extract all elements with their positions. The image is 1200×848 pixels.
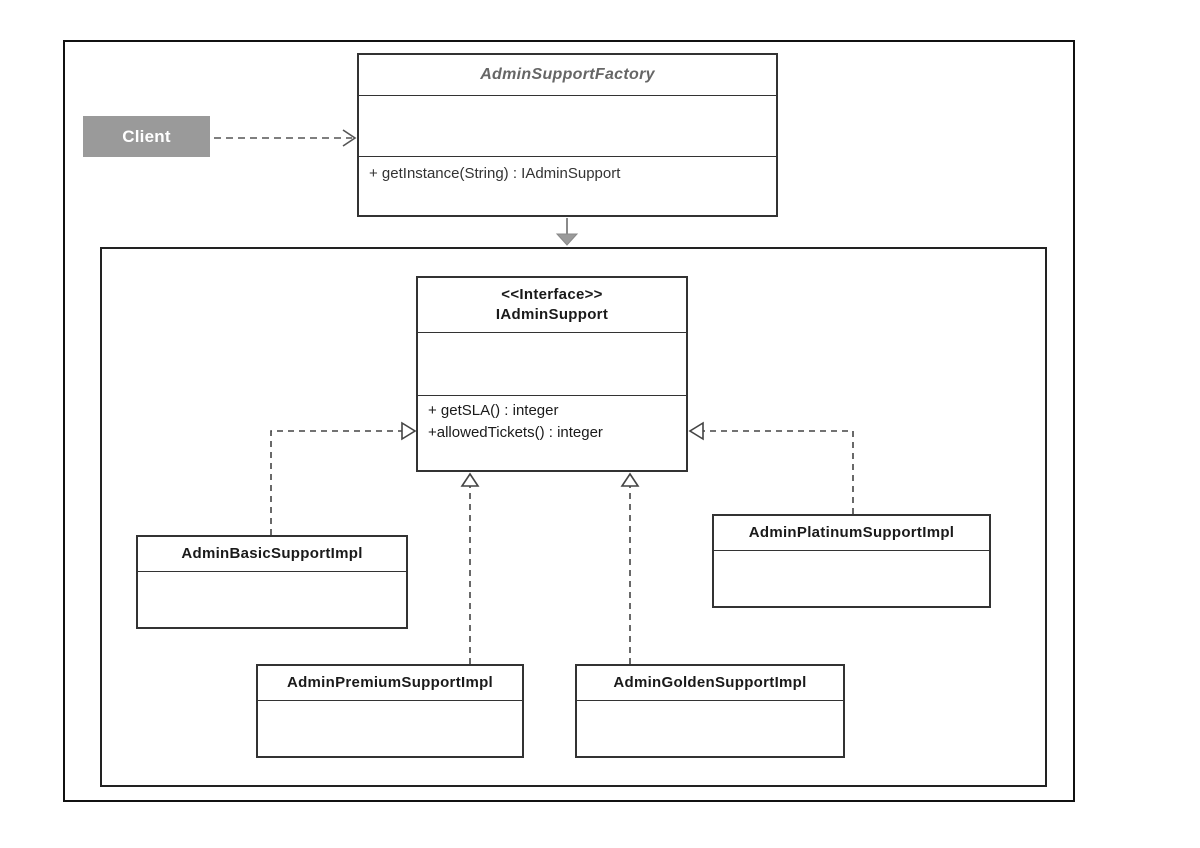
interface-attributes-section bbox=[418, 332, 686, 395]
client-node: Client bbox=[83, 116, 210, 157]
outer-frame bbox=[63, 40, 1075, 802]
platinum-impl-name: AdminPlatinumSupportImpl bbox=[748, 524, 955, 541]
basic-impl-class-box: AdminBasicSupportImpl bbox=[136, 535, 408, 629]
factory-arrowhead-icon bbox=[555, 233, 579, 246]
interface-operation: + getSLA() : integer bbox=[428, 402, 559, 419]
interface-class-box: <<Interface>> IAdminSupport + getSLA() :… bbox=[416, 276, 688, 472]
interface-stereotype: <<Interface>> bbox=[501, 286, 603, 303]
interface-header: <<Interface>> IAdminSupport bbox=[418, 278, 686, 332]
factory-attributes-section bbox=[359, 95, 776, 156]
interface-operations-section: + getSLA() : integer +allowedTickets() :… bbox=[418, 395, 686, 470]
premium-impl-name: AdminPremiumSupportImpl bbox=[286, 674, 494, 691]
factory-class-box: AdminSupportFactory + getInstance(String… bbox=[357, 53, 778, 217]
factory-operations-section: + getInstance(String) : IAdminSupport bbox=[359, 156, 776, 215]
client-label: Client bbox=[122, 126, 171, 146]
platinum-realization-line bbox=[703, 430, 854, 514]
platinum-impl-class-box: AdminPlatinumSupportImpl bbox=[712, 514, 991, 608]
premium-impl-class-box: AdminPremiumSupportImpl bbox=[256, 664, 524, 758]
platinum-impl-body bbox=[714, 550, 989, 606]
factory-class-name: AdminSupportFactory bbox=[480, 66, 655, 83]
premium-realization-arrowhead bbox=[460, 472, 480, 487]
premium-impl-body bbox=[258, 700, 522, 756]
golden-impl-name: AdminGoldenSupportImpl bbox=[613, 674, 807, 691]
golden-realization-arrowhead bbox=[620, 472, 640, 487]
basic-realization-line bbox=[270, 430, 402, 535]
basic-realization-arrowhead bbox=[401, 421, 417, 441]
platinum-realization-arrowhead bbox=[688, 421, 704, 441]
interface-name: IAdminSupport bbox=[495, 306, 609, 323]
factory-operation: + getInstance(String) : IAdminSupport bbox=[369, 165, 621, 182]
dependency-arrowhead bbox=[342, 129, 357, 147]
basic-impl-name: AdminBasicSupportImpl bbox=[181, 545, 363, 562]
golden-impl-class-box: AdminGoldenSupportImpl bbox=[575, 664, 845, 758]
interface-operation: +allowedTickets() : integer bbox=[428, 424, 603, 441]
implementation-package-frame bbox=[100, 247, 1047, 787]
golden-impl-body bbox=[577, 700, 843, 756]
basic-impl-body bbox=[138, 571, 406, 627]
